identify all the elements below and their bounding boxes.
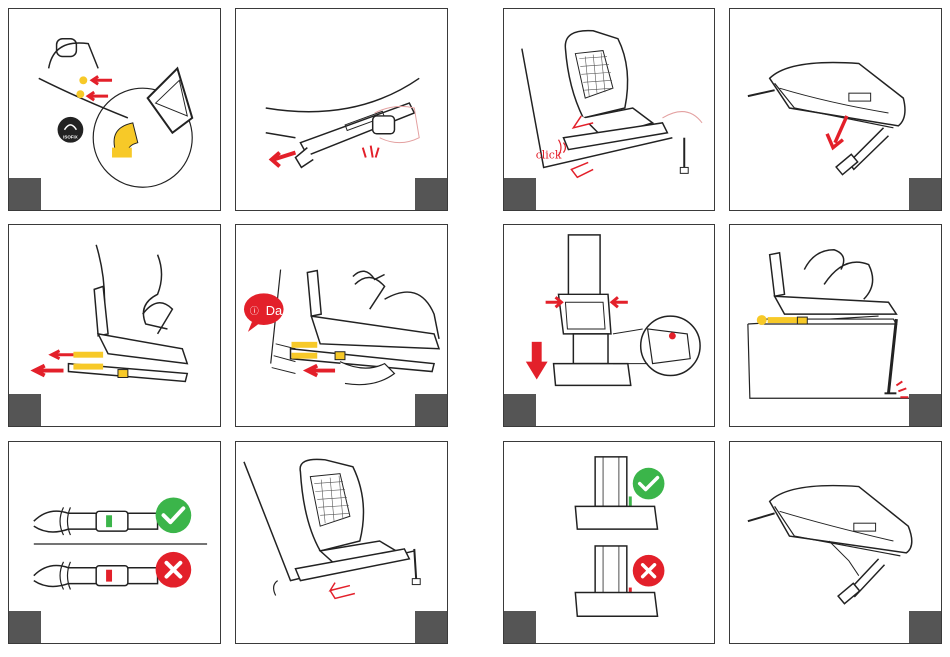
step-badge bbox=[415, 394, 447, 426]
step-badge bbox=[909, 178, 941, 210]
cross-circle-icon bbox=[156, 552, 192, 588]
step-badge bbox=[909, 394, 941, 426]
panel-12-fold-leg bbox=[729, 441, 942, 644]
panel-11-leg-indicator bbox=[503, 441, 715, 644]
panel-9-indicator-check bbox=[8, 441, 221, 644]
panel-2-extend-connectors bbox=[235, 8, 448, 211]
step-badge bbox=[415, 178, 447, 210]
panel-6-push-into-anchors: ⓘ Da bbox=[235, 224, 448, 427]
isofix-logo-icon: ISOFIX bbox=[58, 117, 84, 143]
sound-waves-icon: ⓘ bbox=[250, 306, 259, 317]
panel-3-attach-seat: click bbox=[503, 8, 715, 211]
step-badge bbox=[504, 394, 536, 426]
step-badge bbox=[504, 178, 536, 210]
da-label: Da bbox=[266, 303, 283, 318]
step-badge bbox=[415, 611, 447, 643]
step-badge bbox=[9, 611, 41, 643]
check-circle-icon bbox=[633, 468, 665, 500]
step-badge bbox=[504, 611, 536, 643]
step-badge bbox=[9, 394, 41, 426]
panel-10-remove-seat bbox=[235, 441, 448, 644]
panel-4-unfold-leg bbox=[729, 8, 942, 211]
isofix-label: ISOFIX bbox=[63, 135, 78, 140]
panel-8-leg-touches-floor bbox=[729, 224, 942, 427]
panel-5-slide-connectors bbox=[8, 224, 221, 427]
panel-1-isofix-anchor: ISOFIX bbox=[8, 8, 221, 211]
cross-circle-icon bbox=[633, 555, 665, 587]
check-circle-icon bbox=[156, 497, 192, 533]
click-label: click bbox=[536, 149, 562, 162]
step-badge bbox=[9, 178, 41, 210]
step-badge bbox=[909, 611, 941, 643]
panel-7-adjust-leg bbox=[503, 224, 715, 427]
